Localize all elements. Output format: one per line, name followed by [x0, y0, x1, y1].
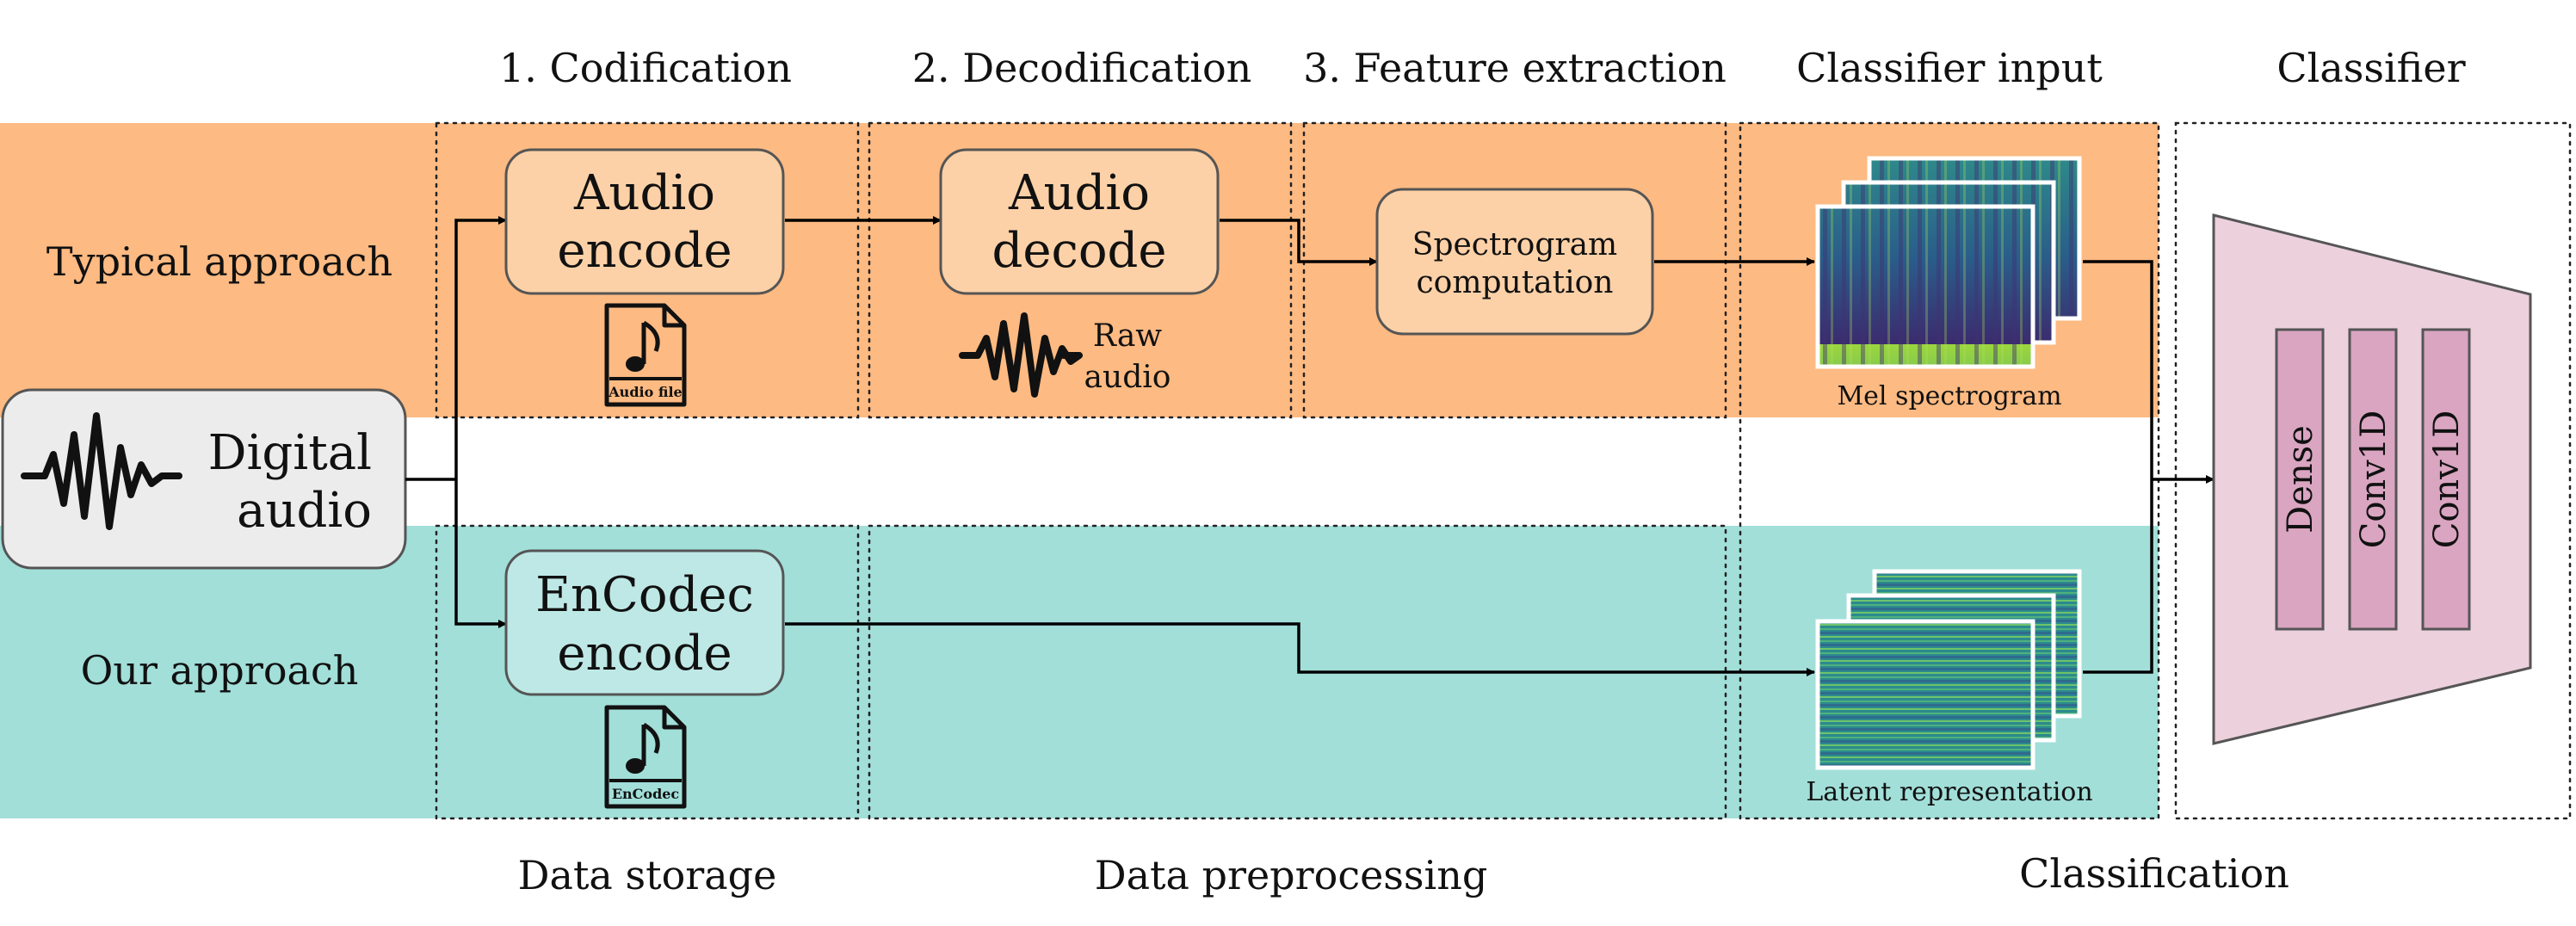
spectrogram-line1: Spectrogram	[1412, 227, 1617, 262]
connector-encodec-to-latent	[785, 622, 1815, 676]
encodec-file-icon-label: EnCodec	[612, 786, 680, 802]
mel-spectrogram-stack: Mel spectrogram	[1815, 156, 2082, 411]
stage-box-classifier-input	[1739, 121, 2160, 820]
latent-representation-label: Latent representation	[1806, 777, 2092, 807]
stage-box-feature-extraction	[1302, 121, 1727, 419]
spectrogram-computation-box: Spectrogram computation	[1375, 188, 1654, 336]
connector-decode-to-spectrogram	[1220, 219, 1378, 266]
raw-audio-line2: audio	[1084, 360, 1171, 395]
stage-box-codification-ours	[435, 524, 860, 820]
connector-mel-to-classifier	[2083, 260, 2153, 479]
label-data-storage: Data storage	[518, 852, 777, 898]
classifier-layer-dense: Dense	[2275, 328, 2325, 631]
label-classification: Classification	[2019, 850, 2289, 897]
header-classifier: Classifier	[2276, 45, 2465, 91]
stage-box-decodification	[868, 121, 1293, 419]
digital-audio-line1: Digital	[208, 425, 372, 481]
raw-audio-line1: Raw	[1093, 318, 1162, 354]
audio-decode-line2: decode	[991, 223, 1166, 279]
classifier-layer-conv1d-1: Conv1D	[2348, 328, 2398, 631]
audio-encode-line1: Audio	[573, 165, 715, 221]
mel-spectrogram-front	[1815, 204, 2035, 369]
header-classifier-input: Classifier input	[1796, 45, 2103, 91]
audio-file-icon-label: Audio file	[608, 384, 682, 400]
connector-to-encodec-encode	[454, 479, 507, 628]
digital-audio-line2: audio	[237, 483, 372, 539]
raw-audio-waveform-icon	[959, 312, 1083, 398]
stage-box-ours-preprocessing	[868, 524, 1727, 820]
latent-front	[1815, 619, 2035, 770]
classifier-layer-conv1d-2-label: Conv1D	[2427, 411, 2467, 549]
stage-box-classifier	[2174, 121, 2572, 820]
header-feature-extraction: 3. Feature extraction	[1303, 45, 1727, 91]
row-label-ours: Our approach	[81, 647, 359, 694]
latent-representation-stack: Latent representation	[1806, 569, 2093, 807]
audio-decode-line1: Audio	[1008, 165, 1150, 221]
raw-audio: Raw audio	[959, 312, 1171, 398]
mel-spectrogram-label: Mel spectrogram	[1837, 381, 2061, 411]
connector-to-audio-encode	[454, 216, 507, 479]
audio-encode-line2: encode	[557, 223, 732, 279]
spectrogram-line2: computation	[1417, 265, 1614, 300]
waveform-icon	[21, 412, 182, 530]
classifier-layer-conv1d-1-label: Conv1D	[2354, 411, 2394, 549]
classifier-model: Dense Conv1D Conv1D	[2212, 213, 2532, 745]
encodec-encode-line2: encode	[557, 626, 732, 682]
classifier-layer-dense-label: Dense	[2281, 425, 2320, 534]
header-codification: 1. Codification	[499, 45, 792, 91]
encodec-encode-box: EnCodec encode	[504, 549, 785, 696]
audio-encode-box: Audio encode	[504, 148, 785, 295]
digital-audio-input: Digital audio	[1, 388, 407, 570]
audio-decode-box: Audio decode	[939, 148, 1220, 295]
stage-box-codification-typical	[435, 121, 860, 419]
header-decodification: 2. Decodification	[912, 45, 1252, 91]
row-label-typical: Typical approach	[46, 238, 392, 285]
encodec-file-icon: EnCodec	[604, 705, 687, 809]
connector-latent-to-classifier	[2083, 479, 2153, 674]
label-data-preprocessing: Data preprocessing	[1095, 852, 1488, 898]
classifier-layer-conv1d-2: Conv1D	[2421, 328, 2471, 631]
audio-file-icon: Audio file	[604, 303, 687, 407]
encodec-encode-line1: EnCodec	[535, 567, 754, 623]
